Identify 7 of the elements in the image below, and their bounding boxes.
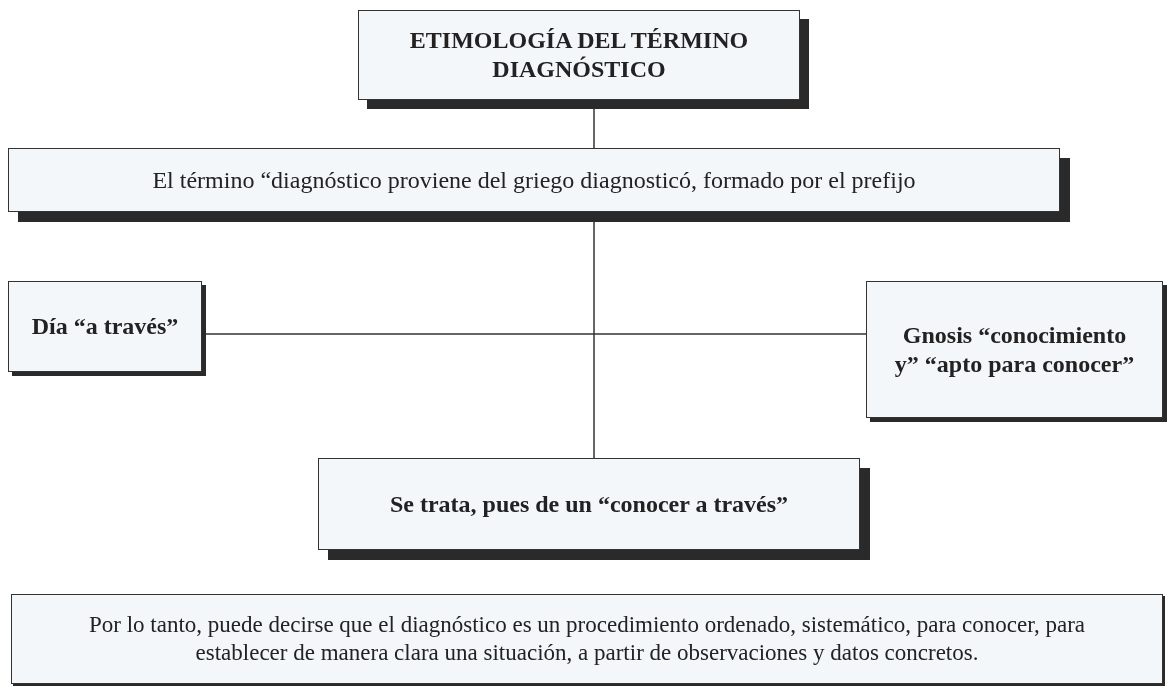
body-text: Por lo tanto, puede decirse que el diagnóstico es un procedimiento ordenado, sistemático, para conocer, para establecer de manera clara una situación, a partir de observaciones y datos concretos.: [87, 611, 1086, 667]
text-box: [11, 594, 1163, 684]
body-text: El término “diagnóstico proviene del griego diagnosticó, formado por el prefijo: [152, 165, 916, 195]
heading-text: ETIMOLOGÍA DEL TÉRMINO DIAGNÓSTICO: [408, 26, 750, 84]
heading-text: Día “a través”: [31, 312, 179, 341]
heading-text: Gnosis “conocimiento y” “apto para conocer”: [894, 320, 1135, 379]
heading-text: Se trata, pues de un “conocer a través”: [389, 489, 789, 519]
